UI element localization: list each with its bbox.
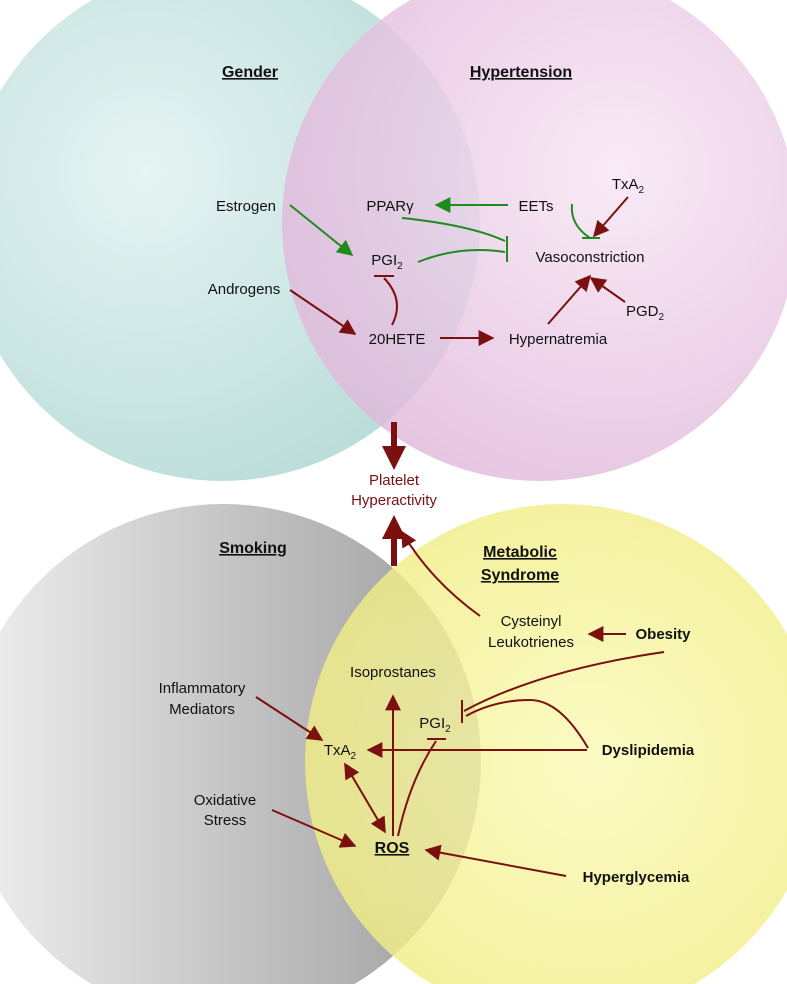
arrow-estrogen-pgi2 — [289, 204, 354, 257]
node-inflammatory-line2: Mediators — [169, 701, 235, 718]
arrow-cysteinyl-platelet — [401, 530, 481, 617]
arrow-inflammatory-txa2 — [255, 696, 324, 741]
node-20hete: 20HETE — [369, 331, 426, 348]
node-vasoconstriction: Vasoconstriction — [536, 249, 645, 266]
arrow-pgd2-vasoconstriction — [589, 277, 626, 303]
node-eets: EETs — [518, 198, 553, 215]
node-txa2-top: TxA2 — [612, 176, 645, 196]
inhibit-eets-vasoconstriction — [570, 203, 591, 239]
inhibit-pgi2-vasoconstriction — [417, 248, 506, 263]
node-hyperglycemia: Hyperglycemia — [583, 869, 690, 886]
arrow-oxidative-ros — [271, 809, 357, 848]
node-isoprostanes: Isoprostanes — [350, 664, 436, 681]
node-inflammatory-line1: Inflammatory — [159, 680, 246, 697]
inhibit-20hete-pgi2 — [383, 277, 398, 326]
inhibit-ros-pgi2 — [397, 740, 437, 837]
arrow-androgens-20hete — [289, 289, 357, 335]
node-pgi2-bottom: PGI2 — [419, 715, 451, 735]
node-dyslipidemia: Dyslipidemia — [602, 742, 695, 759]
hypertension-circle — [282, 0, 787, 481]
hypertension-header: Hypertension — [470, 64, 572, 81]
node-hypernatremia: Hypernatremia — [509, 331, 608, 348]
node-pgi2-top: PGI2 — [371, 252, 403, 272]
arrow-ros-txa2 — [344, 762, 386, 834]
inhibit-pparg-vasoconstriction — [401, 217, 506, 242]
node-txa2-bottom: TxA2 — [324, 742, 357, 762]
metabolic-header-line2: Syndrome — [481, 567, 559, 584]
metabolic-syndrome-circle — [305, 504, 787, 984]
node-estrogen: Estrogen — [216, 198, 276, 215]
node-obesity: Obesity — [635, 626, 691, 643]
metabolic-header-line1: Metabolic — [483, 544, 557, 561]
node-platelet-line2: Hyperactivity — [351, 492, 437, 509]
smoking-header: Smoking — [219, 540, 287, 557]
node-platelet-line1: Platelet — [369, 472, 420, 489]
inhibit-dyslipidemia-pgi2 — [465, 698, 589, 749]
arrow-hyperglycemia-ros — [424, 844, 567, 877]
node-pparg: PPARγ — [366, 198, 414, 215]
node-oxidative-line2: Stress — [204, 812, 247, 829]
node-pgd2: PGD2 — [626, 303, 665, 323]
arrow-hypernatremia-vasoconstriction — [547, 274, 592, 325]
gender-header: Gender — [222, 64, 278, 81]
node-cysteinyl-line1: Cysteinyl — [501, 613, 562, 630]
node-cysteinyl-line2: Leukotrienes — [488, 634, 574, 651]
node-oxidative-line1: Oxidative — [194, 792, 257, 809]
inhibit-obesity-pgi2 — [463, 651, 665, 712]
arrow-txa2-vasoconstriction — [592, 196, 629, 238]
node-androgens: Androgens — [208, 281, 281, 298]
node-ros: ROS — [375, 840, 410, 857]
